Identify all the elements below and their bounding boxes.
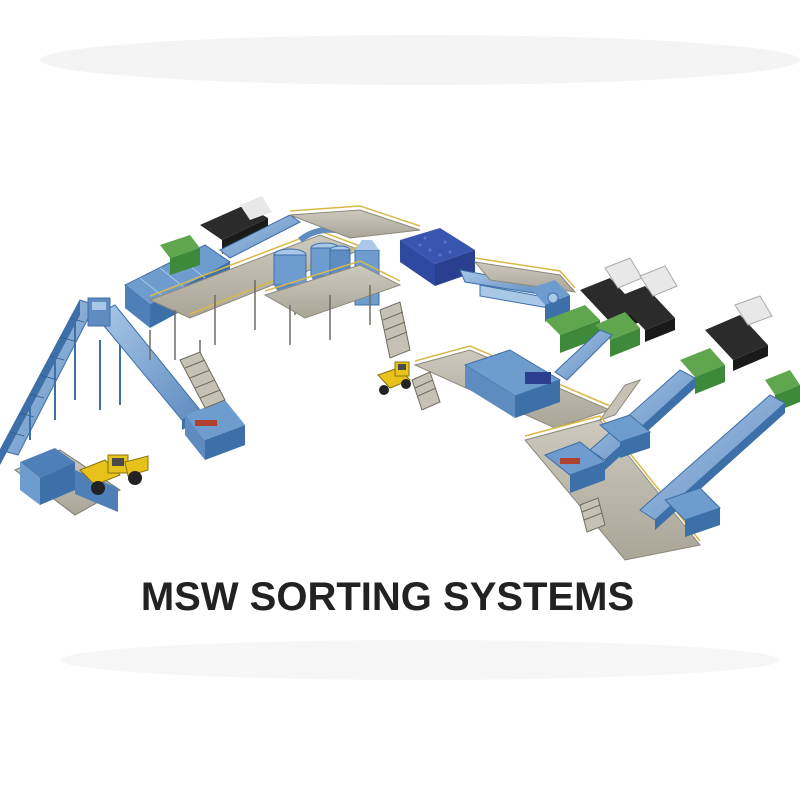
stairs-right <box>579 497 606 533</box>
truck-right-3 <box>705 295 773 371</box>
wheel-loader-left <box>79 454 149 495</box>
optical-sorter-2 <box>599 414 651 458</box>
stairs-center <box>379 301 411 359</box>
stairs-mid <box>411 371 441 411</box>
incline-conveyor-main <box>0 299 121 465</box>
truck-right-2 <box>615 265 678 342</box>
green-bin-left <box>160 235 200 275</box>
separator-right-end <box>530 280 570 322</box>
caption-text: MSW SORTING SYSTEMS <box>140 575 635 619</box>
incline-conveyor-upper <box>219 214 301 259</box>
stairs-left <box>179 351 226 409</box>
green-bin-3 <box>680 348 725 394</box>
discharge-unit-left <box>185 400 245 460</box>
ballistic-separator <box>463 349 562 418</box>
conveyor-to-bins-1 <box>554 329 613 381</box>
wheel-loader-center <box>377 361 411 395</box>
green-bin-1 <box>545 305 600 353</box>
navy-sorting-unit <box>400 228 475 286</box>
optical-sorter-1 <box>543 441 607 493</box>
tower-left <box>87 297 111 327</box>
caption-title: MSW SORTING SYSTEMS <box>0 575 800 620</box>
walkway-top-center <box>289 205 421 239</box>
walkway-center <box>263 260 402 345</box>
optical-sorter-3 <box>664 487 721 537</box>
